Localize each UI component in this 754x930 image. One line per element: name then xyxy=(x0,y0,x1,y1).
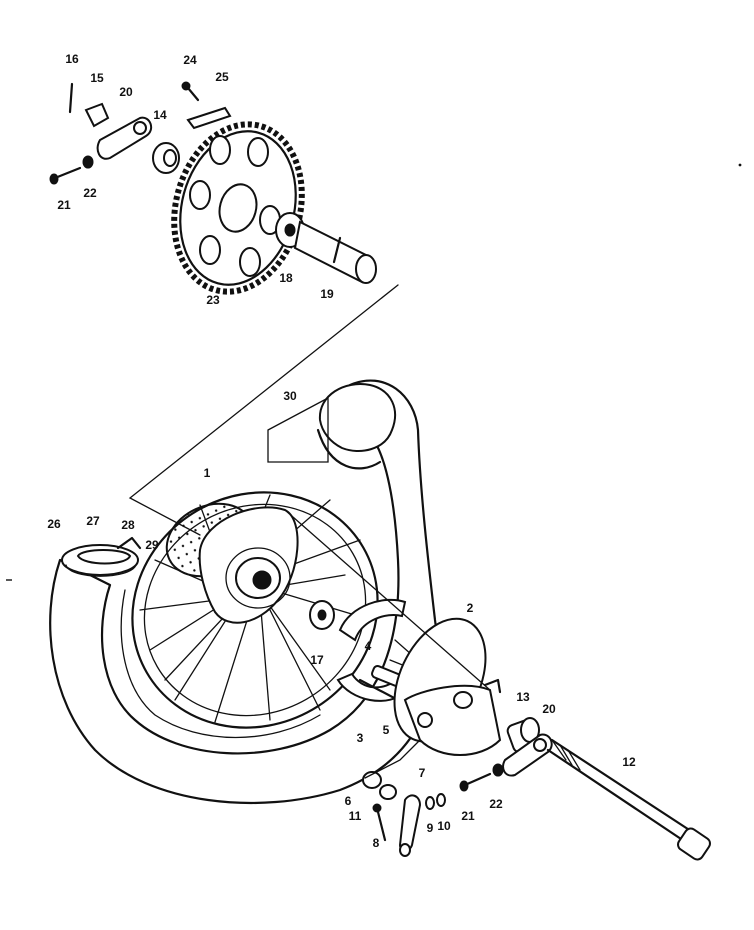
part-label-6: 6 xyxy=(344,794,352,808)
rear-sprocket xyxy=(171,121,305,295)
part-label-12: 12 xyxy=(622,755,636,769)
part-label-13: 13 xyxy=(516,690,530,704)
part-label-7: 7 xyxy=(418,766,426,780)
sprocket-spacer xyxy=(152,142,180,174)
part-label-8: 8 xyxy=(372,836,380,850)
tire xyxy=(49,379,439,805)
adjuster-bolt-right xyxy=(459,772,492,792)
adjuster-nut-left xyxy=(82,155,94,169)
tire-top-section xyxy=(316,383,396,470)
part-label-10: 10 xyxy=(437,819,451,833)
part-label-25: 25 xyxy=(215,70,229,84)
cotter-pin xyxy=(68,82,74,114)
lock-washer xyxy=(186,106,232,130)
part-label-5: 5 xyxy=(382,723,390,737)
part-label-23: 23 xyxy=(206,293,220,307)
stray-dot xyxy=(738,163,742,167)
rim-band xyxy=(116,536,142,550)
part-label-20-top: 20 xyxy=(119,85,133,99)
part-label-19: 19 xyxy=(320,287,334,301)
part-label-21-bottom: 21 xyxy=(461,809,475,823)
part-label-2: 2 xyxy=(466,601,474,615)
adjuster-nut-right xyxy=(492,763,504,777)
part-label-11: 11 xyxy=(348,809,362,823)
chain-adjuster-left xyxy=(96,116,153,160)
part-label-20-bottom: 20 xyxy=(542,702,556,716)
hub-bearing xyxy=(309,600,335,630)
part-label-17: 17 xyxy=(310,653,324,667)
part-label-4: 4 xyxy=(364,639,372,653)
part-label-29: 29 xyxy=(145,538,159,552)
part-label-18: 18 xyxy=(279,271,293,285)
wheel-hub xyxy=(165,502,299,624)
part-label-27: 27 xyxy=(86,514,100,528)
sprocket-bolt xyxy=(181,81,200,102)
part-label-28: 28 xyxy=(121,518,135,532)
part-label-26: 26 xyxy=(47,517,61,531)
part-label-9: 9 xyxy=(426,821,434,835)
part-label-1: 1 xyxy=(203,466,211,480)
part-label-21-top: 21 xyxy=(57,198,71,212)
part-label-22-top: 22 xyxy=(83,186,97,200)
inner-tube-cut xyxy=(76,549,132,565)
part-label-22-bottom: 22 xyxy=(489,797,503,811)
part-label-16: 16 xyxy=(65,52,79,66)
part-label-14: 14 xyxy=(153,108,167,122)
axle-nut xyxy=(84,102,110,128)
part-label-3: 3 xyxy=(356,731,364,745)
part-label-30: 30 xyxy=(283,389,297,403)
adjuster-bolt-left xyxy=(49,166,82,185)
part-label-15: 15 xyxy=(90,71,104,85)
part-label-24: 24 xyxy=(183,53,197,67)
brake-panel xyxy=(393,617,502,756)
sprocket-sleeve xyxy=(293,220,377,284)
rear-axle xyxy=(546,738,711,861)
leader-lines xyxy=(128,284,491,779)
